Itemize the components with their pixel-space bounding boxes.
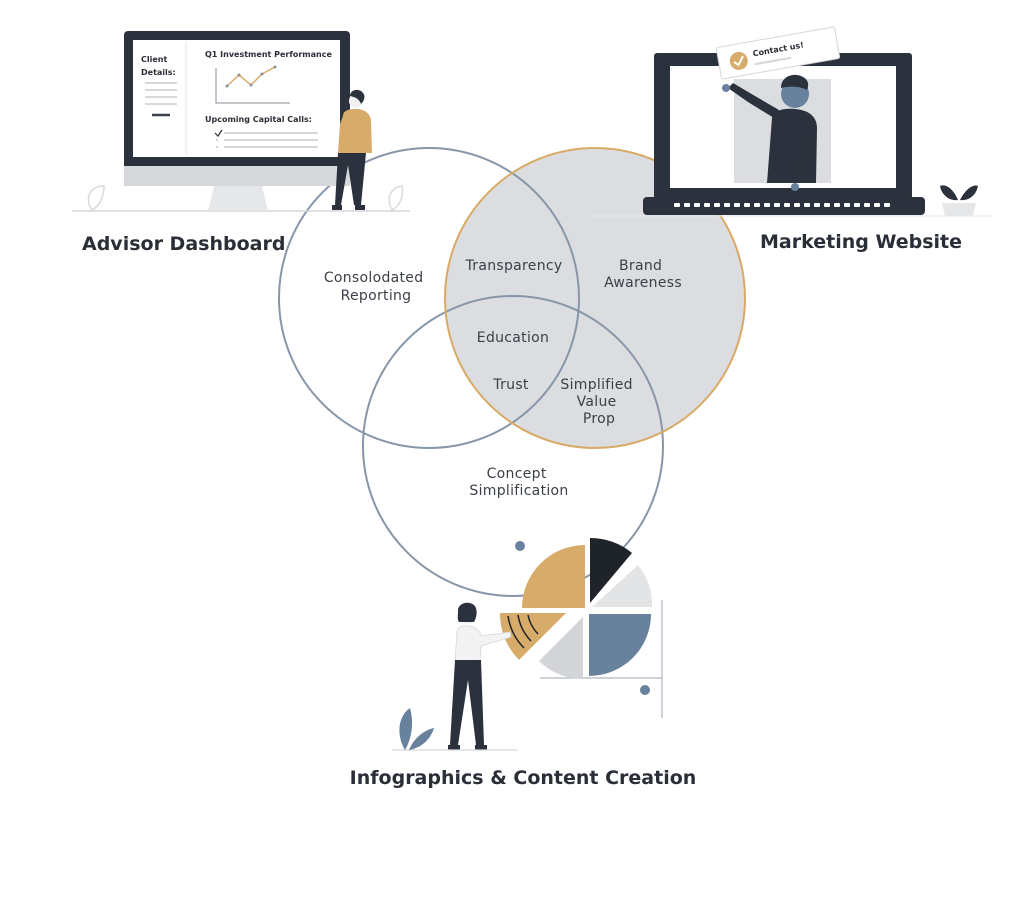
region-simplified-value-prop: Simplified Value Prop (560, 377, 637, 427)
presenter-person (448, 602, 512, 750)
mini-line-chart (215, 65, 290, 104)
pie-slice (539, 617, 583, 680)
venn-diagram (278, 147, 746, 597)
monitor-stand (208, 186, 268, 211)
region-transparency: Transparency (465, 258, 563, 274)
checkmark-icon (214, 129, 223, 137)
advisor-dashboard-illustration: Client Details: Q1 Investment Performanc… (72, 31, 410, 255)
pie-slice (522, 545, 585, 608)
client-details-label: Client Details: (141, 55, 176, 77)
pie-slice (592, 565, 653, 607)
infographics-title: Infographics & Content Creation (350, 767, 697, 789)
marketing-website-illustration: Contact us! Marketing Website (592, 26, 992, 253)
infographics-illustration: Infographics & Content Creation (350, 537, 697, 789)
leaf-icon (388, 185, 404, 212)
laptop-keys (674, 203, 890, 207)
marketing-circle (444, 147, 746, 449)
client-details-lines (145, 82, 177, 105)
chart-title: Q1 Investment Performance (205, 50, 332, 59)
capital-calls-title: Upcoming Capital Calls: (205, 115, 312, 124)
marketing-person (722, 74, 817, 191)
region-brand-awareness: Brand Awareness (604, 258, 682, 291)
advisor-circle (278, 147, 580, 449)
marketing-circle-fill (445, 148, 745, 448)
region-consolidated-reporting: Consolodated Reporting (324, 270, 428, 304)
dot-icon (640, 685, 650, 695)
plant-icon (940, 185, 978, 216)
contact-card: Contact us! (715, 26, 841, 80)
region-concept-simplification: Concept Simplification (469, 466, 568, 499)
plant-icon (399, 708, 434, 750)
pie-slice (590, 537, 632, 603)
pie-slice (499, 613, 566, 660)
region-trust: Trust (492, 377, 529, 393)
pie-slice (589, 614, 651, 676)
advisor-dashboard-title: Advisor Dashboard (82, 233, 285, 255)
leaf-icon (87, 185, 105, 211)
monitor-screen (133, 40, 340, 157)
exploded-pie-chart (499, 537, 653, 680)
monitor-chin (124, 166, 350, 186)
infographics-circle (362, 295, 664, 597)
advisor-person (332, 89, 372, 210)
capital-calls-list (214, 129, 318, 148)
venn-labels: Consolodated Reporting Transparency Bran… (324, 258, 682, 499)
marketing-website-title: Marketing Website (760, 231, 962, 253)
region-education: Education (477, 330, 549, 346)
dot-icon (515, 541, 525, 551)
